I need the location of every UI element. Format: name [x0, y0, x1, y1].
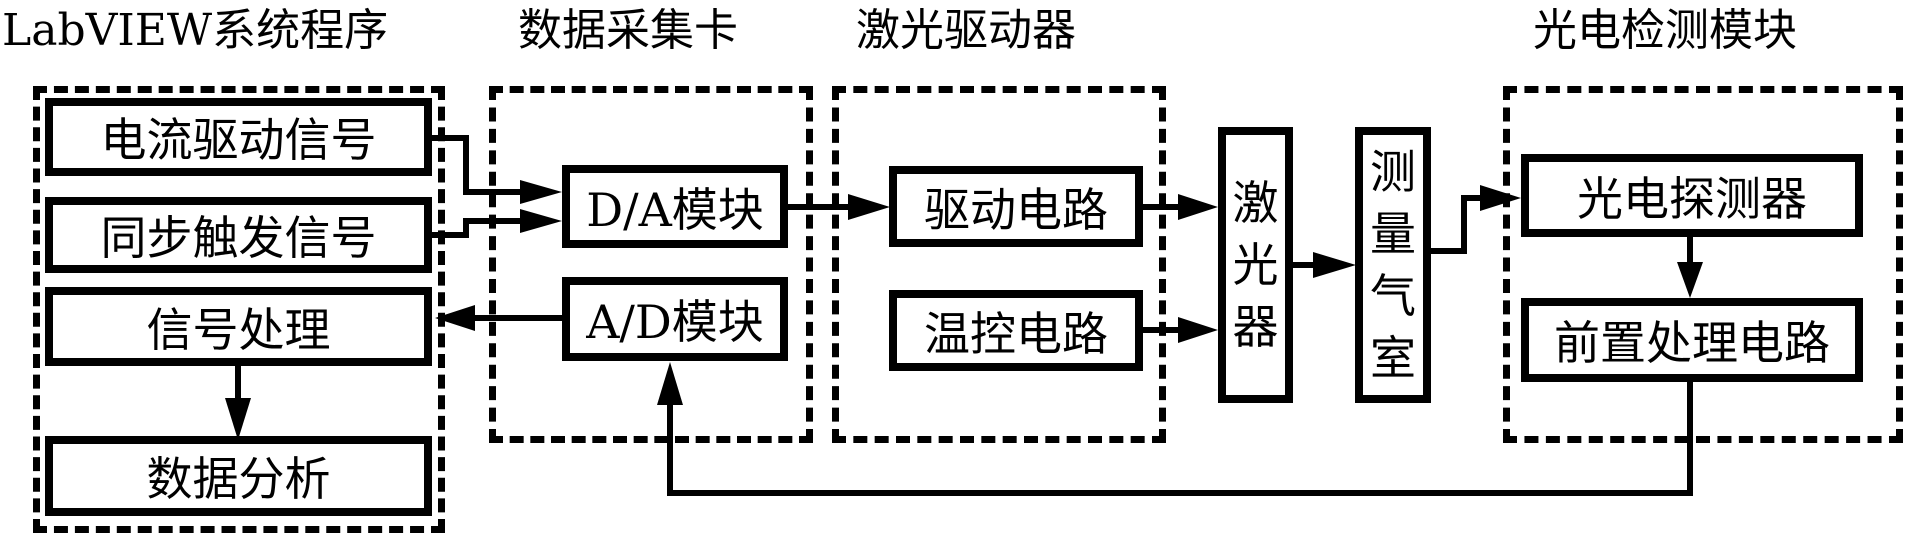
laser-char: 器 [1232, 300, 1279, 354]
title-daq-card: 数据采集卡 [518, 5, 738, 56]
laser-char: 激 [1232, 176, 1279, 230]
group-labview-program [33, 86, 445, 533]
connector-pre-to-ad [667, 381, 1693, 496]
block-preprocessing-circuit: 前置处理电路 [1521, 298, 1863, 382]
title-labview-program: LabVIEW系统程序 [2, 5, 389, 56]
arrowhead-signal-to-analysis [225, 398, 251, 440]
gas-cell-char: 室 [1370, 331, 1416, 385]
block-gas-cell: 测 量 气 室 [1355, 127, 1431, 403]
block-da-module: D/A模块 [562, 165, 788, 248]
group-laser-driver [832, 86, 1166, 443]
block-data-analysis: 数据分析 [45, 436, 432, 516]
title-laser-driver: 激光驱动器 [856, 5, 1076, 56]
block-current-drive-signal: 电流驱动信号 [45, 98, 432, 176]
arrowhead-da-to-drive [848, 194, 890, 220]
gas-cell-char: 量 [1370, 207, 1416, 261]
block-ad-module: A/D模块 [562, 277, 788, 361]
block-signal-processing: 信号处理 [45, 287, 432, 366]
gas-cell-char: 气 [1370, 269, 1416, 323]
arrowhead-current-to-da [520, 180, 562, 204]
laser-char: 光 [1232, 238, 1279, 292]
group-daq-card [489, 86, 813, 443]
connector-sync-to-da [431, 218, 520, 238]
arrowhead-temp-to-laser [1178, 317, 1218, 343]
connector-cell-to-detector [1430, 195, 1480, 254]
block-laser: 激 光 器 [1218, 127, 1293, 403]
block-drive-circuit: 驱动电路 [889, 166, 1143, 247]
arrowhead-cell-to-detector [1480, 185, 1521, 211]
arrowhead-ad-to-signal [435, 305, 475, 331]
block-photodetector: 光电探测器 [1521, 154, 1863, 237]
gas-cell-char: 测 [1370, 145, 1416, 199]
arrowhead-sync-to-da [520, 209, 562, 233]
arrowhead-laser-to-cell [1313, 252, 1356, 278]
group-photoelectric-detection [1503, 86, 1903, 443]
arrowhead-drive-to-laser [1178, 194, 1218, 220]
arrowhead-detector-to-pre [1677, 262, 1703, 298]
arrowhead-pre-to-ad [657, 362, 683, 405]
title-photoelectric-detection: 光电检测模块 [1533, 5, 1797, 56]
block-sync-trigger-signal: 同步触发信号 [45, 197, 432, 273]
block-temp-control-circuit: 温控电路 [889, 290, 1143, 371]
connector-current-to-da [431, 135, 520, 195]
